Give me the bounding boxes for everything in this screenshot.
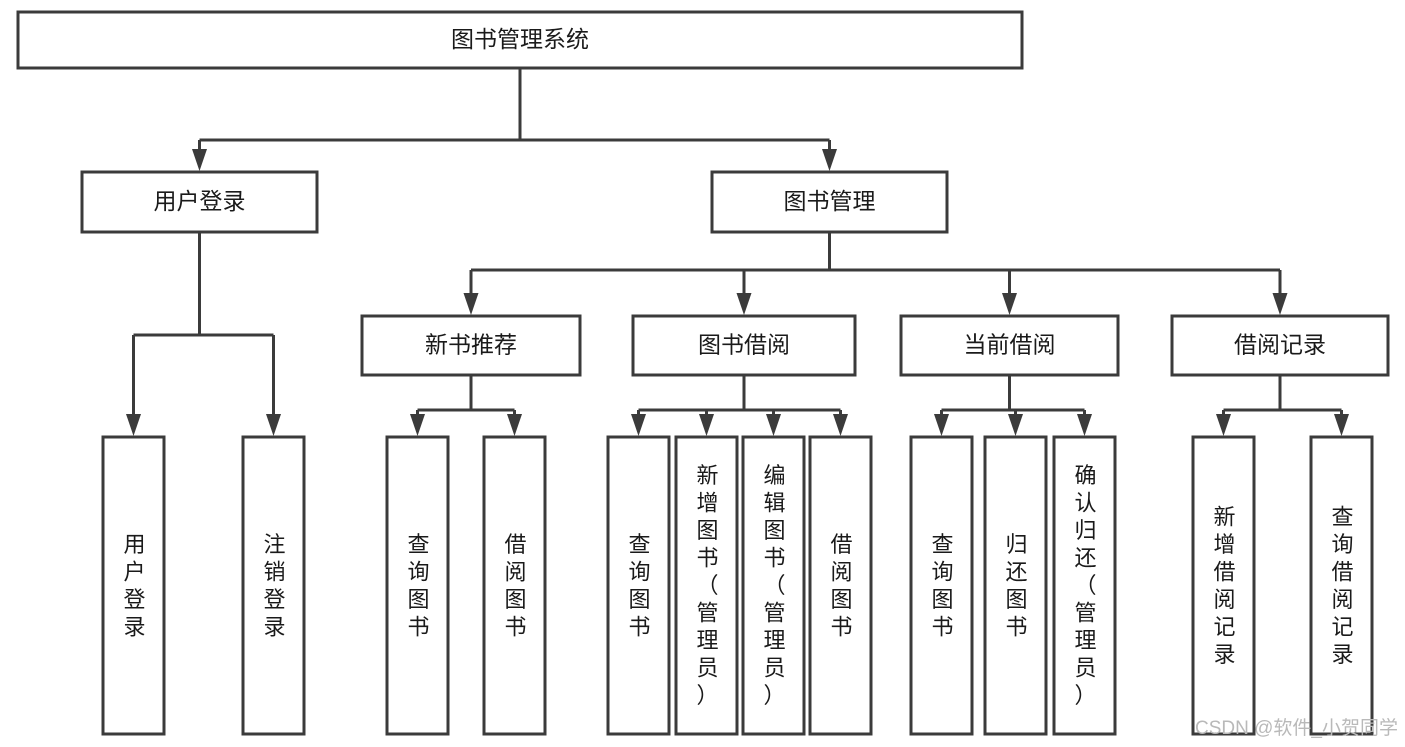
node-leaf-query-book-borrow[interactable]: 查询图书 bbox=[606, 435, 671, 736]
node-box-leaf-edit-book-admin bbox=[741, 435, 806, 736]
node-box-new-book-recommend bbox=[360, 314, 582, 377]
node-user-login[interactable]: 用户登录 bbox=[80, 170, 319, 234]
node-label-leaf-query-borrow-record: 查询借阅记录 bbox=[1331, 504, 1353, 667]
node-leaf-query-borrow-record[interactable]: 查询借阅记录 bbox=[1309, 435, 1374, 736]
node-label-leaf-confirm-return-admin: 确认归还（管理员） bbox=[1074, 463, 1096, 708]
leaf-borrow-record-arrow-1 bbox=[1334, 414, 1349, 436]
node-label-current-borrow: 当前借阅 bbox=[964, 332, 1056, 358]
root-arrow-0 bbox=[192, 149, 207, 171]
node-box-book-management bbox=[710, 170, 949, 234]
node-root[interactable]: 图书管理系统 bbox=[16, 10, 1024, 70]
node-label-borrow-record: 借阅记录 bbox=[1234, 332, 1326, 358]
leaf-new-book-recommend-arrow-0 bbox=[410, 414, 425, 436]
node-label-leaf-borrow-book: 借阅图书 bbox=[830, 532, 852, 640]
node-leaf-query-book-current[interactable]: 查询图书 bbox=[909, 435, 974, 736]
node-leaf-query-book-recommend[interactable]: 查询图书 bbox=[385, 435, 450, 736]
node-book-borrow[interactable]: 图书借阅 bbox=[631, 314, 857, 377]
node-box-leaf-borrow-book-recommend bbox=[482, 435, 547, 736]
node-box-user-login bbox=[80, 170, 319, 234]
connector-layer bbox=[126, 68, 1349, 436]
node-box-root bbox=[16, 10, 1024, 70]
leaf-book-borrow-arrow-1 bbox=[699, 414, 714, 436]
node-leaf-edit-book-admin[interactable]: 编辑图书（管理员） bbox=[741, 435, 806, 736]
node-leaf-borrow-book[interactable]: 借阅图书 bbox=[808, 435, 873, 736]
node-box-leaf-user-login bbox=[101, 435, 166, 736]
root-arrow-1 bbox=[822, 149, 837, 171]
leaf-user-login-arrow-0 bbox=[126, 414, 141, 436]
node-layer: 图书管理系统用户登录图书管理新书推荐图书借阅当前借阅借阅记录用户登录注销登录查询… bbox=[16, 10, 1390, 736]
node-leaf-logout-login[interactable]: 注销登录 bbox=[241, 435, 306, 736]
node-box-leaf-query-borrow-record bbox=[1309, 435, 1374, 736]
node-label-leaf-query-book-current: 查询图书 bbox=[931, 532, 953, 640]
leaf-book-borrow-arrow-0 bbox=[631, 414, 646, 436]
node-label-leaf-add-book-admin: 新增图书（管理员） bbox=[696, 463, 718, 708]
node-current-borrow[interactable]: 当前借阅 bbox=[899, 314, 1120, 377]
node-leaf-user-login[interactable]: 用户登录 bbox=[101, 435, 166, 736]
node-label-leaf-logout-login: 注销登录 bbox=[263, 532, 285, 640]
node-label-book-management: 图书管理 bbox=[784, 188, 876, 214]
leaf-user-login-arrow-1 bbox=[266, 414, 281, 436]
node-book-management[interactable]: 图书管理 bbox=[710, 170, 949, 234]
node-label-user-login: 用户登录 bbox=[154, 188, 246, 214]
node-leaf-confirm-return-admin[interactable]: 确认归还（管理员） bbox=[1052, 435, 1117, 736]
node-box-leaf-query-book-borrow bbox=[606, 435, 671, 736]
node-label-leaf-borrow-book-recommend: 借阅图书 bbox=[504, 532, 526, 640]
node-box-leaf-logout-login bbox=[241, 435, 306, 736]
node-label-new-book-recommend: 新书推荐 bbox=[425, 332, 517, 358]
node-box-leaf-return-book bbox=[983, 435, 1048, 736]
node-box-leaf-query-book-recommend bbox=[385, 435, 450, 736]
node-box-leaf-add-borrow-record bbox=[1191, 435, 1256, 736]
leaf-borrow-record-arrow-0 bbox=[1216, 414, 1231, 436]
node-label-leaf-query-book-recommend: 查询图书 bbox=[407, 532, 429, 640]
node-leaf-return-book[interactable]: 归还图书 bbox=[983, 435, 1048, 736]
leaf-book-borrow-arrow-2 bbox=[766, 414, 781, 436]
node-box-leaf-borrow-book bbox=[808, 435, 873, 736]
node-leaf-add-book-admin[interactable]: 新增图书（管理员） bbox=[674, 435, 739, 736]
book-management-arrow-0 bbox=[463, 293, 479, 315]
leaf-current-borrow-arrow-0 bbox=[934, 414, 949, 436]
node-box-borrow-record bbox=[1170, 314, 1390, 377]
node-leaf-borrow-book-recommend[interactable]: 借阅图书 bbox=[482, 435, 547, 736]
node-label-leaf-query-book-borrow: 查询图书 bbox=[628, 532, 650, 640]
node-box-leaf-query-book-current bbox=[909, 435, 974, 736]
node-label-leaf-edit-book-admin: 编辑图书（管理员） bbox=[763, 463, 785, 708]
node-box-leaf-confirm-return-admin bbox=[1052, 435, 1117, 736]
leaf-book-borrow-arrow-3 bbox=[833, 414, 848, 436]
book-management-arrow-2 bbox=[1002, 293, 1017, 315]
leaf-new-book-recommend-arrow-1 bbox=[507, 414, 522, 436]
node-leaf-add-borrow-record[interactable]: 新增借阅记录 bbox=[1191, 435, 1256, 736]
csdn-watermark: CSDN @软件_小贺同学 bbox=[1195, 717, 1398, 739]
leaf-current-borrow-arrow-2 bbox=[1077, 414, 1092, 436]
node-label-leaf-user-login: 用户登录 bbox=[123, 532, 145, 640]
node-label-book-borrow: 图书借阅 bbox=[698, 332, 790, 358]
leaf-current-borrow-arrow-1 bbox=[1008, 414, 1023, 436]
book-management-arrow-3 bbox=[1272, 293, 1288, 315]
node-box-current-borrow bbox=[899, 314, 1120, 377]
node-box-book-borrow bbox=[631, 314, 857, 377]
node-borrow-record[interactable]: 借阅记录 bbox=[1170, 314, 1390, 377]
node-label-leaf-add-borrow-record: 新增借阅记录 bbox=[1213, 504, 1235, 667]
node-new-book-recommend[interactable]: 新书推荐 bbox=[360, 314, 582, 377]
node-label-root: 图书管理系统 bbox=[451, 26, 589, 52]
node-label-leaf-return-book: 归还图书 bbox=[1005, 532, 1027, 640]
node-box-leaf-add-book-admin bbox=[674, 435, 739, 736]
book-management-arrow-1 bbox=[736, 293, 752, 315]
